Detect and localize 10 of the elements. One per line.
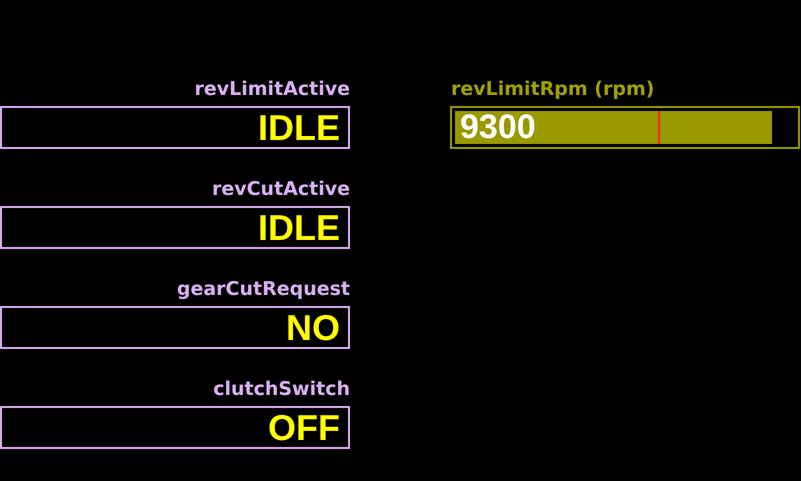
readout-field: OFF (0, 406, 350, 449)
field-label: revLimitRpm (rpm) (451, 78, 654, 100)
field-label: clutchSwitch (213, 378, 350, 400)
readout-field: NO (0, 306, 350, 349)
field-label: revLimitActive (194, 78, 350, 100)
field-label: revCutActive (212, 178, 350, 200)
field-label: gearCutRequest (176, 278, 350, 300)
readout-field: IDLE (0, 106, 350, 149)
readout-field: IDLE (0, 206, 350, 249)
gauge-value: 9300 (460, 108, 536, 147)
